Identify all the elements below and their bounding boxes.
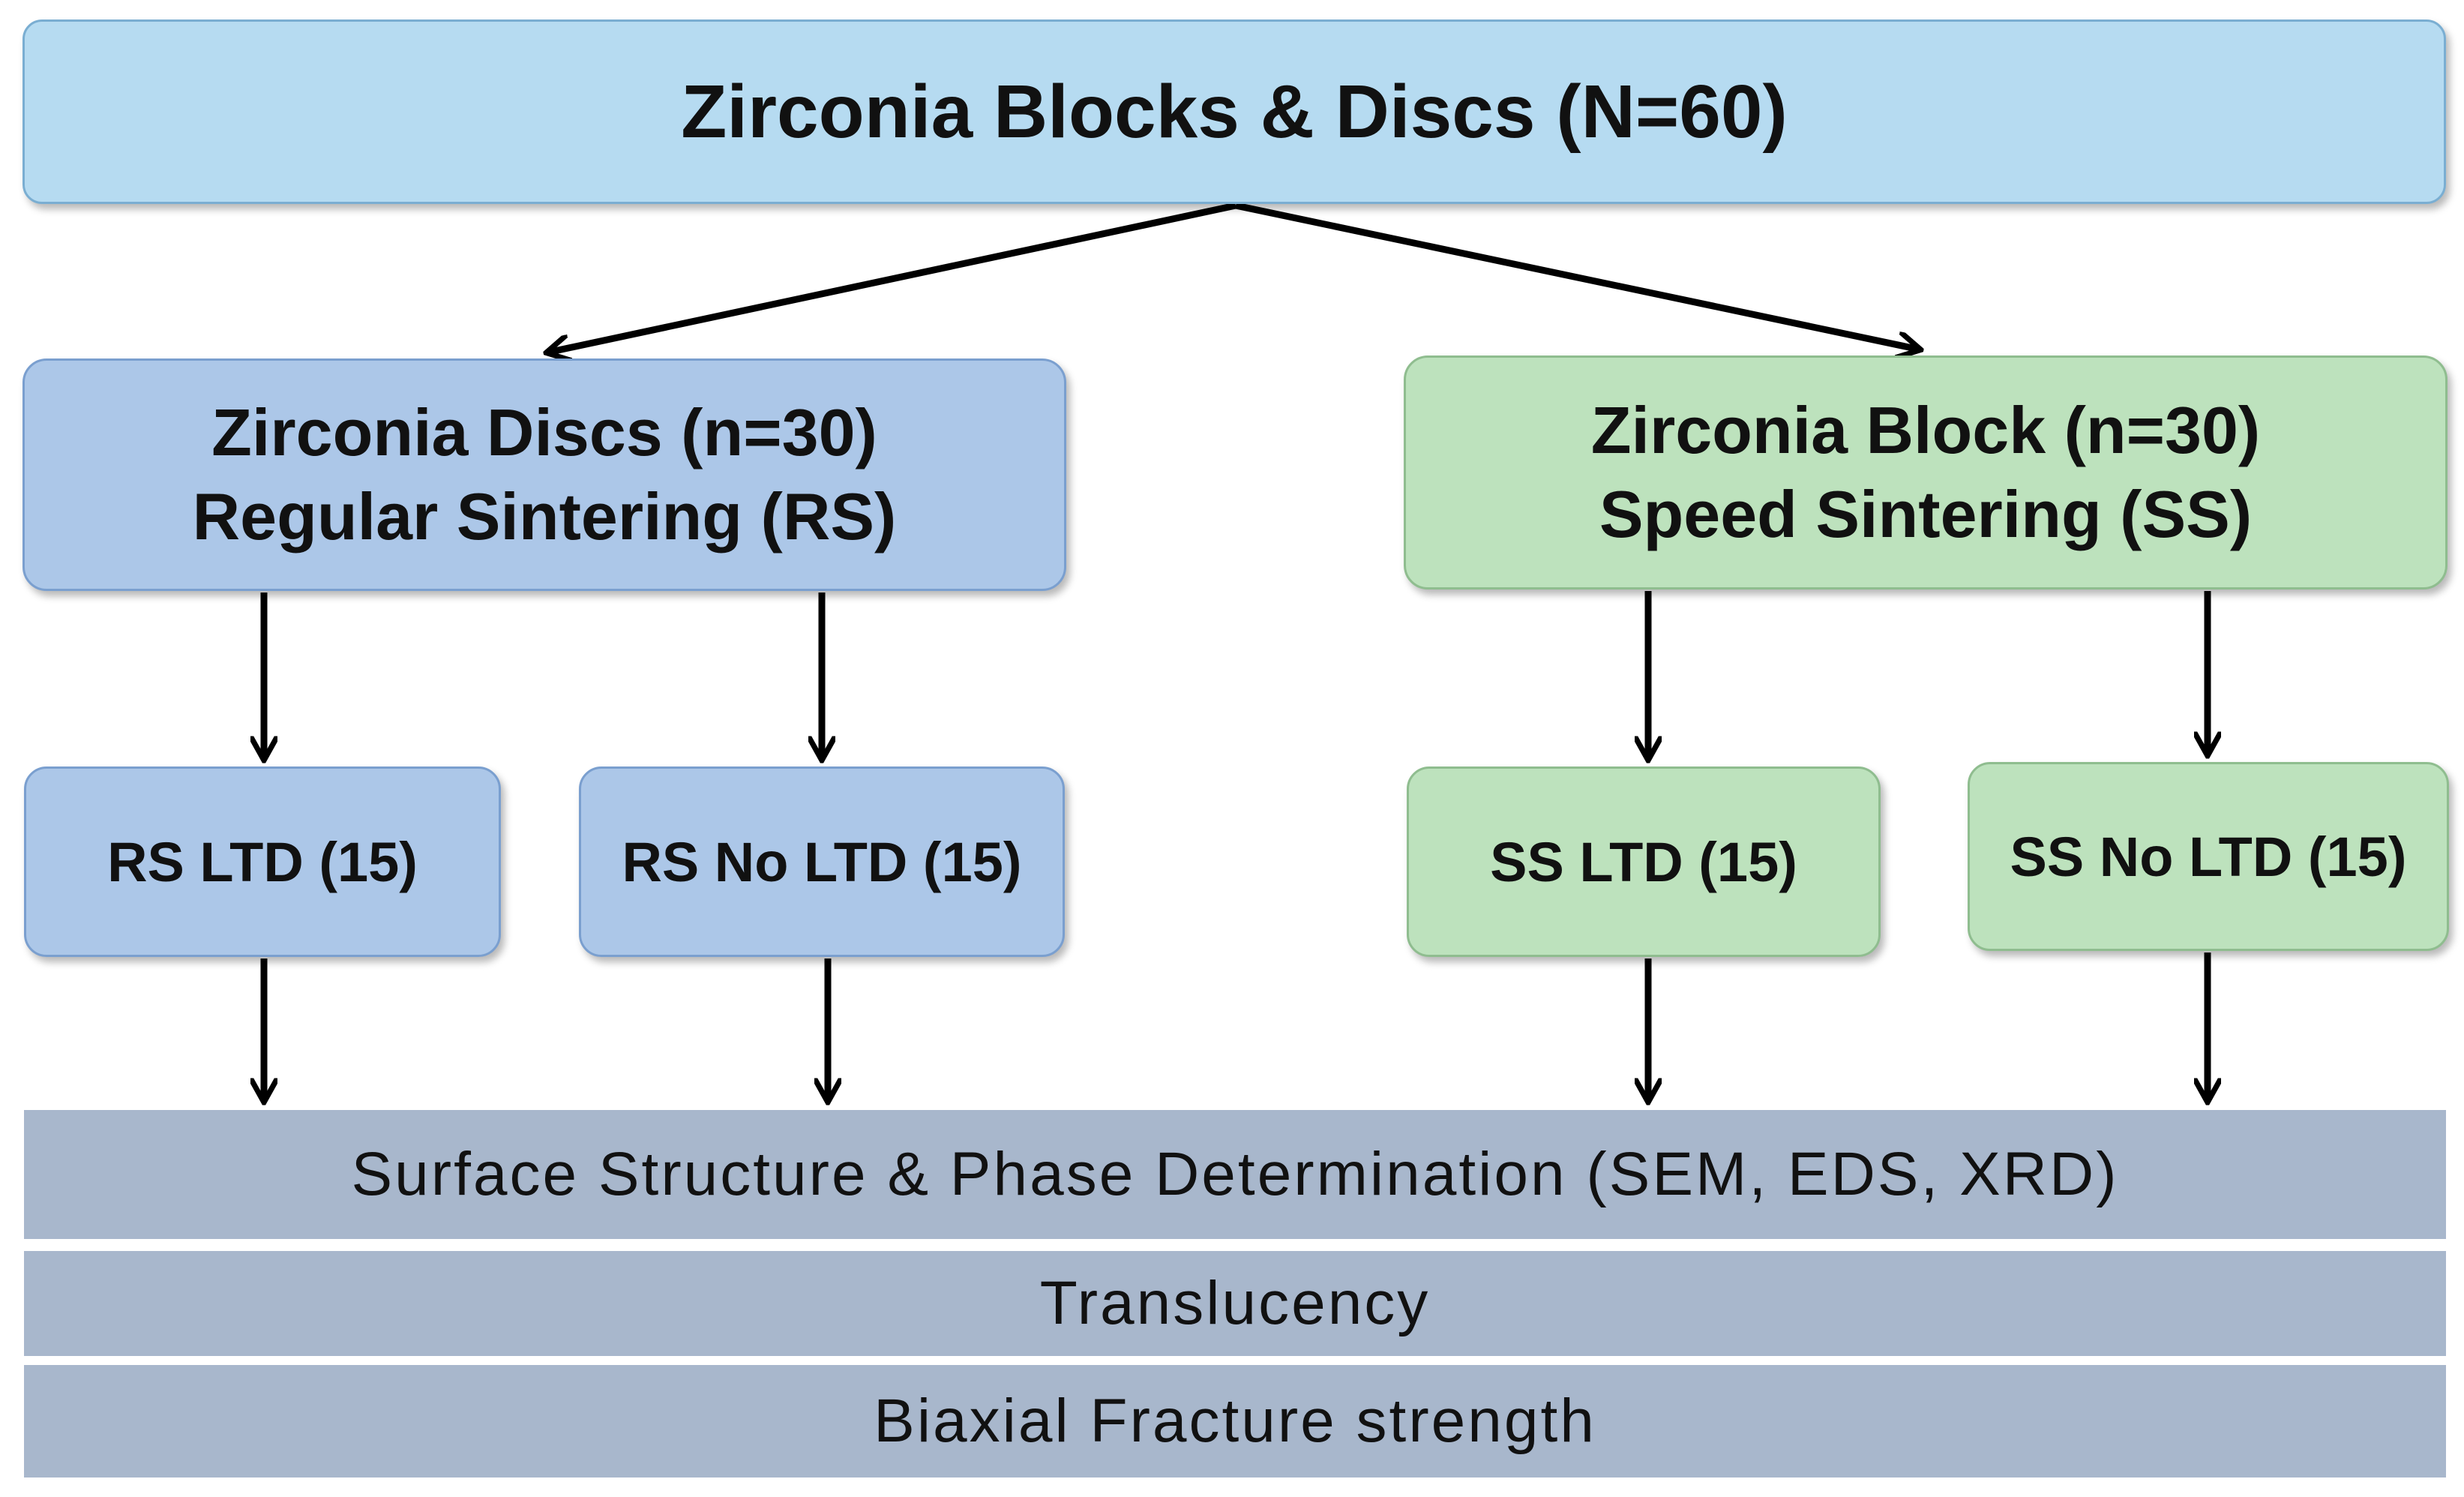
rs-no-ltd-label: RS No LTD (15) — [622, 830, 1022, 893]
rs-no-ltd-node: RS No LTD (15) — [579, 766, 1065, 957]
test-biaxial-fracture-label: Biaxial Fracture strength — [874, 1387, 1596, 1455]
test-translucency-label: Translucency — [1039, 1269, 1431, 1337]
test-translucency: Translucency — [24, 1251, 2446, 1356]
ss-group-line2: Speed Sintering (SS) — [1599, 477, 2253, 551]
ss-ltd-node: SS LTD (15) — [1407, 766, 1881, 957]
test-surface-structure: Surface Structure & Phase Determination … — [24, 1110, 2446, 1239]
rs-ltd-label: RS LTD (15) — [107, 830, 418, 893]
test-surface-structure-label: Surface Structure & Phase Determination … — [351, 1140, 2119, 1208]
test-biaxial-fracture: Biaxial Fracture strength — [24, 1365, 2446, 1478]
root-node: Zirconia Blocks & Discs (N=60) — [22, 20, 2446, 204]
rs-group-line1: Zirconia Discs (n=30) — [211, 395, 877, 470]
ss-group-line1: Zirconia Block (n=30) — [1590, 393, 2261, 467]
arrow-root-to-rs — [547, 202, 1236, 352]
ss-no-ltd-node: SS No LTD (15) — [1968, 762, 2449, 951]
rs-ltd-node: RS LTD (15) — [24, 766, 501, 957]
ss-ltd-label: SS LTD (15) — [1490, 830, 1797, 893]
arrow-root-to-ss — [1235, 202, 1920, 350]
rs-group-line2: Regular Sintering (RS) — [192, 479, 897, 554]
root-label: Zirconia Blocks & Discs (N=60) — [681, 69, 1788, 154]
rs-group-node: Zirconia Discs (n=30) Regular Sintering … — [22, 358, 1066, 591]
ss-no-ltd-label: SS No LTD (15) — [2010, 825, 2407, 888]
ss-group-node: Zirconia Block (n=30) Speed Sintering (S… — [1404, 356, 2448, 590]
